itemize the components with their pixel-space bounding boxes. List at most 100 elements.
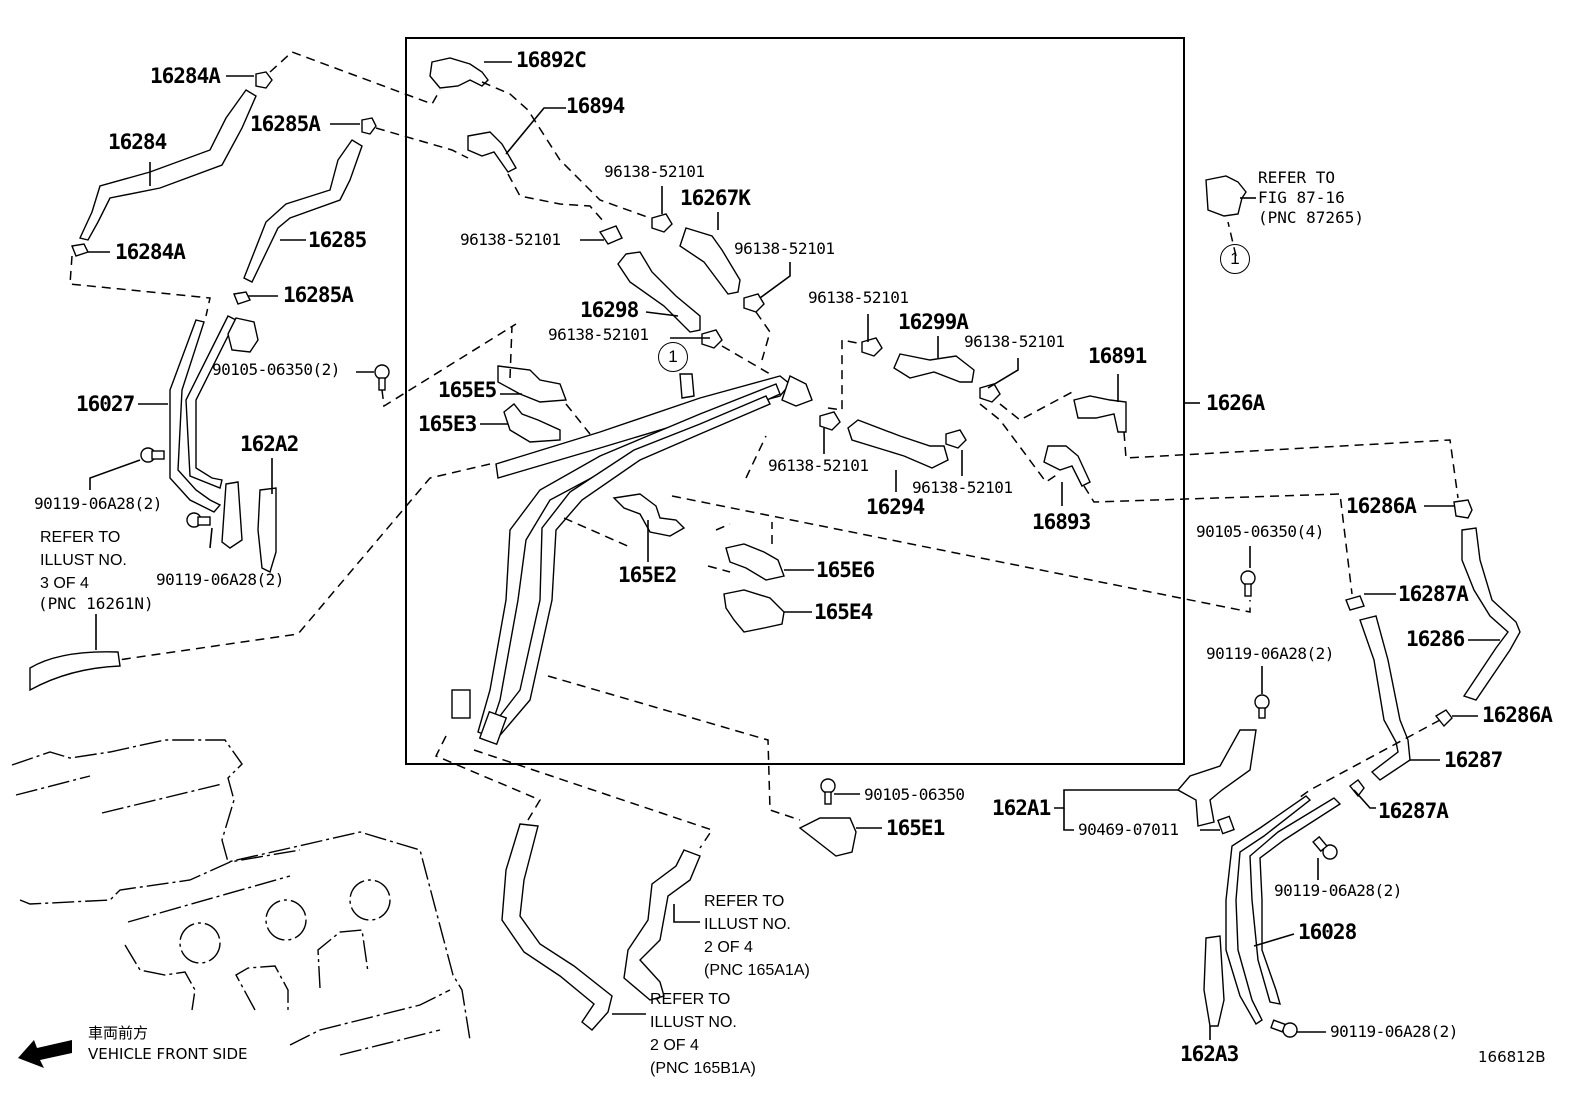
label-90119-06A28-right-a[interactable]: 90119-06A28(2) xyxy=(1206,644,1334,663)
bracket-162A1 xyxy=(1176,729,1257,827)
label-96138-52101-g[interactable]: 96138-52101 xyxy=(768,456,869,475)
hose-16267K xyxy=(679,227,741,295)
label-96138-52101-e[interactable]: 96138-52101 xyxy=(808,288,909,307)
label-162A3[interactable]: 162A3 xyxy=(1180,1042,1239,1066)
figure-id: 166812B xyxy=(1478,1048,1546,1066)
clamp-16285A-bot xyxy=(233,291,251,305)
clamp-96138-h xyxy=(945,429,967,449)
label-162A2[interactable]: 162A2 xyxy=(240,432,299,456)
bolt-90119-right-c-icon xyxy=(1270,1019,1298,1038)
plate-16027 xyxy=(221,481,243,549)
label-16287[interactable]: 16287 xyxy=(1444,748,1503,772)
hose-16284 xyxy=(79,89,257,241)
reference-illust-2-of-4-165B1A[interactable]: REFER TO ILLUST NO. 2 OF 4 (PNC 165B1A) xyxy=(650,991,756,1077)
bolt-90119-right-b-icon xyxy=(1312,835,1338,860)
label-165E6[interactable]: 165E6 xyxy=(816,558,875,582)
bracket-165E1 xyxy=(798,817,857,857)
label-90119-06A28-left-b[interactable]: 90119-06A28(2) xyxy=(156,570,284,589)
hose-165B1A xyxy=(501,823,613,1031)
label-165E4[interactable]: 165E4 xyxy=(814,600,873,624)
reference-illust-2-of-4-165A1A[interactable]: REFER TO ILLUST NO. 2 OF 4 (PNC 165A1A) xyxy=(704,893,810,979)
connection-lines xyxy=(69,51,1459,849)
label-96138-52101-h[interactable]: 96138-52101 xyxy=(912,478,1013,497)
bolt-90119-left-b-icon xyxy=(186,512,211,528)
clamp-16287A-top xyxy=(1345,595,1365,611)
label-165E5[interactable]: 165E5 xyxy=(438,378,497,402)
label-96138-52101-f[interactable]: 96138-52101 xyxy=(964,332,1065,351)
label-90119-06A28-right-c[interactable]: 90119-06A28(2) xyxy=(1330,1022,1458,1041)
label-165E3[interactable]: 165E3 xyxy=(418,412,477,436)
label-96138-52101-a[interactable]: 96138-52101 xyxy=(604,162,705,181)
clamp-96138-c xyxy=(743,293,765,313)
label-16285A-bot[interactable]: 16285A xyxy=(283,283,354,307)
clamp-96138-a xyxy=(651,213,673,233)
orientation-label-english: VEHICLE FRONT SIDE xyxy=(88,1045,248,1063)
label-16284A-top[interactable]: 16284A xyxy=(150,64,221,88)
clamp-16285A-top xyxy=(361,117,377,135)
hose-165A1A xyxy=(623,849,701,1001)
clamp-96138-b xyxy=(598,225,623,245)
hose-16299A xyxy=(893,353,975,383)
label-96138-52101-b[interactable]: 96138-52101 xyxy=(460,230,561,249)
reference-illust-3-of-4-pnc[interactable]: (PNC 16261N) xyxy=(38,594,154,613)
label-165E1[interactable]: 165E1 xyxy=(886,816,945,840)
reference-illust-3-of-4[interactable]: REFER TO ILLUST NO. 3 OF 4 xyxy=(40,529,127,592)
hose-16286 xyxy=(1461,527,1521,701)
hose-end-16261N xyxy=(29,651,121,692)
label-16298[interactable]: 16298 xyxy=(580,298,639,322)
callout-circle-1-pipe: 1 xyxy=(658,342,688,372)
bracket-165E5 xyxy=(497,365,567,403)
label-96138-52101-d[interactable]: 96138-52101 xyxy=(548,325,649,344)
valve-16894 xyxy=(467,131,517,173)
callout-circle-1-sensor: 1 xyxy=(1220,244,1250,274)
label-1626A[interactable]: 1626A xyxy=(1206,391,1265,415)
bracket-162A3 xyxy=(1203,935,1225,1027)
assembly-frame-1626A xyxy=(405,37,1185,765)
label-16299A[interactable]: 16299A xyxy=(898,310,969,334)
label-165E2[interactable]: 165E2 xyxy=(618,563,677,587)
label-16285A-top[interactable]: 16285A xyxy=(250,112,321,136)
label-16284[interactable]: 16284 xyxy=(108,130,167,154)
label-16027[interactable]: 16027 xyxy=(76,392,135,416)
clamp-96138-g xyxy=(819,411,841,431)
label-16892C[interactable]: 16892C xyxy=(516,48,587,72)
clamp-16284A-top xyxy=(255,71,273,89)
label-90105-06350[interactable]: 90105-06350 xyxy=(864,785,965,804)
label-16267K[interactable]: 16267K xyxy=(680,186,751,210)
label-16287A-top[interactable]: 16287A xyxy=(1398,582,1469,606)
label-16893[interactable]: 16893 xyxy=(1032,510,1091,534)
label-16294[interactable]: 16294 xyxy=(866,495,925,519)
valve-16893 xyxy=(1043,445,1091,487)
hose-16285 xyxy=(243,139,363,283)
label-90105-06350-4[interactable]: 90105-06350(4) xyxy=(1196,522,1324,541)
bolt-90105-06350-4-icon xyxy=(1240,570,1256,597)
reference-fig-87-16[interactable]: REFER TO FIG 87-16 (PNC 87265) xyxy=(1258,168,1364,227)
label-90469-07011[interactable]: 90469-07011 xyxy=(1078,820,1179,839)
label-16891[interactable]: 16891 xyxy=(1088,344,1147,368)
clamp-96138-f xyxy=(979,383,1001,403)
clamp-16286A-top xyxy=(1453,499,1473,519)
label-16287A-bot[interactable]: 16287A xyxy=(1378,799,1449,823)
bracket-165E3 xyxy=(503,403,561,443)
bracket-165E2 xyxy=(612,493,686,537)
engine-block-outline xyxy=(11,739,471,1056)
label-16285[interactable]: 16285 xyxy=(308,228,367,252)
clamp-96138-d xyxy=(701,329,723,349)
label-16286A-top[interactable]: 16286A xyxy=(1346,494,1417,518)
label-16894[interactable]: 16894 xyxy=(566,94,625,118)
bolt-90105-06350-left-icon xyxy=(374,364,390,391)
label-90119-06A28-right-b[interactable]: 90119-06A28(2) xyxy=(1274,881,1402,900)
orientation-label-japanese: 車両前方 xyxy=(88,1024,149,1042)
clamp-96138-e xyxy=(861,337,883,357)
vehicle-front-arrow-icon xyxy=(18,1040,72,1068)
label-96138-52101-c[interactable]: 96138-52101 xyxy=(734,239,835,258)
label-16286[interactable]: 16286 xyxy=(1406,627,1465,651)
label-16286A-bot[interactable]: 16286A xyxy=(1482,703,1553,727)
bolt-90119-left-a-icon xyxy=(140,447,165,463)
label-16028[interactable]: 16028 xyxy=(1298,920,1357,944)
label-90105-06350-2[interactable]: 90105-06350(2) xyxy=(212,360,340,379)
label-90119-06A28-left-a[interactable]: 90119-06A28(2) xyxy=(34,494,162,513)
label-162A1[interactable]: 162A1 xyxy=(992,796,1051,820)
label-16284A-bot[interactable]: 16284A xyxy=(115,240,186,264)
